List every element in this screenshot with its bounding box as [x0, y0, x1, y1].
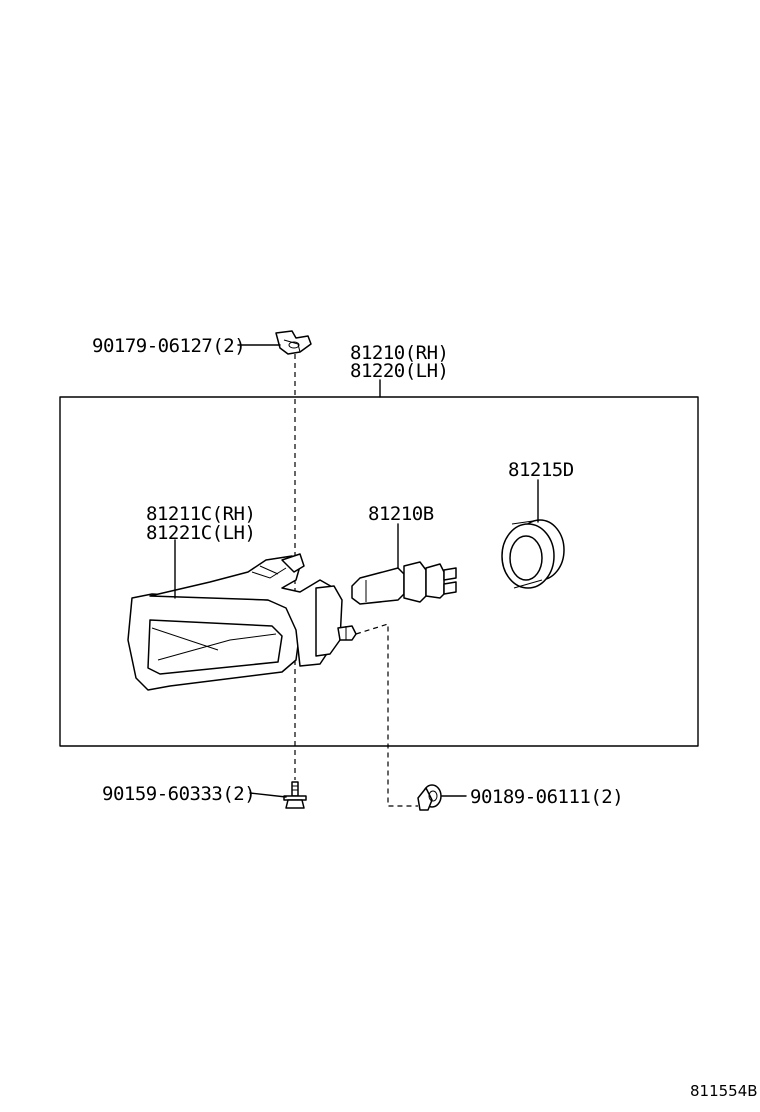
clip-part [417, 784, 442, 811]
label-unit-lh: 81220(LH) [350, 360, 448, 382]
label-clip: 90189-06111(2) [470, 786, 623, 808]
clip-nut-part [275, 330, 312, 355]
bulb-cover-part [501, 519, 565, 589]
fog-lamp-housing-part [127, 553, 357, 691]
figure-code: 811554B [690, 1082, 758, 1100]
leader-screw [249, 792, 287, 798]
label-bulb: 81210B [368, 503, 434, 525]
dash-line-clip [355, 623, 418, 807]
assembly-box [59, 396, 699, 747]
label-lens-lh: 81221C(LH) [146, 522, 255, 544]
label-bulb-cover: 81215D [508, 459, 574, 481]
bulb-part [351, 561, 457, 605]
label-clip-nut: 90179-06127(2) [92, 335, 245, 357]
screw-part [283, 781, 307, 809]
label-screw: 90159-60333(2) [102, 783, 255, 805]
label-unit-rh: 81210(RH) [350, 342, 448, 364]
label-lens-rh: 81211C(RH) [146, 503, 255, 525]
